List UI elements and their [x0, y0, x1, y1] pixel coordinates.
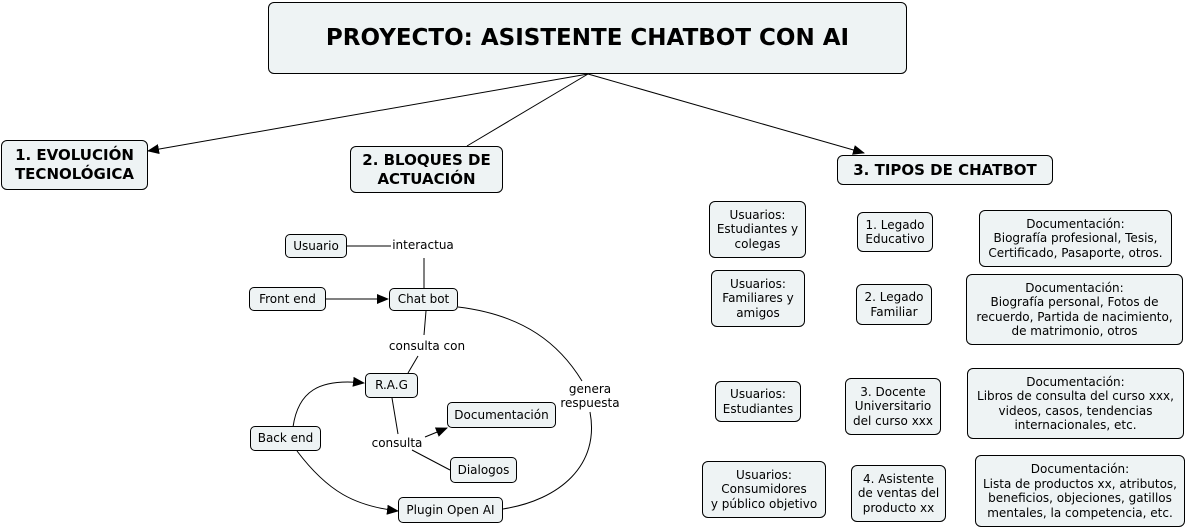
link-consulta-con-rag — [407, 355, 419, 374]
link-title-evolucion — [147, 73, 589, 155]
documentacion-node[interactable]: Documentación — [447, 402, 556, 428]
link-title-bloques — [466, 73, 589, 147]
heading-bloques-actuacion[interactable]: 2. BLOQUES DE ACTUACIÓN — [350, 146, 503, 193]
usuarios-node-1[interactable]: Usuarios: Estudiantes y colegas — [709, 201, 806, 258]
link-consulta-documentacion — [424, 427, 448, 438]
tipo-node-3[interactable]: 3. Docente Universitario del curso xxx — [845, 378, 941, 435]
link-genera-plugin — [502, 411, 592, 510]
tipo-node-4[interactable]: 4. Asistente de ventas del producto xx — [851, 465, 946, 522]
link-chatbot-genera — [457, 306, 583, 382]
usuarios-node-3[interactable]: Usuarios: Estudiantes — [715, 381, 801, 422]
documentacion-node-3[interactable]: Documentación: Libros de consulta del cu… — [967, 368, 1184, 439]
heading-tipos-chatbot[interactable]: 3. TIPOS DE CHATBOT — [837, 155, 1053, 185]
documentacion-node-2[interactable]: Documentación: Biografía personal, Fotos… — [966, 274, 1183, 345]
front-end-node[interactable]: Front end — [249, 287, 326, 311]
chat-bot-node[interactable]: Chat bot — [389, 288, 458, 311]
link-chatbot-consulta-con — [423, 310, 427, 336]
documentacion-node-1[interactable]: Documentación: Biografía profesional, Te… — [979, 210, 1172, 267]
consulta-label: consulta — [371, 435, 423, 450]
consulta-con-label: consulta con — [388, 338, 466, 353]
genera-respuesta-label: genera respuesta — [560, 381, 620, 411]
link-backend-rag — [292, 376, 365, 428]
documentacion-node-4[interactable]: Documentación: Lista de productos xx, at… — [975, 455, 1185, 527]
link-title-tipos — [587, 73, 865, 155]
usuarios-node-4[interactable]: Usuarios: Consumidores y público objetiv… — [702, 461, 826, 518]
project-title-node[interactable]: PROYECTO: ASISTENTE CHATBOT CON AI — [268, 2, 907, 74]
tipo-node-2[interactable]: 2. Legado Familiar — [856, 284, 932, 325]
tipo-node-1[interactable]: 1. Legado Educativo — [857, 212, 933, 252]
rag-node[interactable]: R.A.G — [365, 373, 418, 398]
interactua-label: interactua — [392, 237, 454, 252]
usuario-node[interactable]: Usuario — [285, 234, 347, 258]
usuarios-node-2[interactable]: Usuarios: Familiares y amigos — [711, 270, 805, 327]
heading-evolucion-tecnologica[interactable]: 1. EVOLUCIÓN TECNOLÓGICA — [1, 140, 148, 190]
back-end-node[interactable]: Back end — [250, 426, 321, 451]
dialogos-node[interactable]: Dialogos — [450, 457, 517, 483]
link-rag-consulta — [391, 397, 399, 435]
plugin-open-ai-node[interactable]: Plugin Open AI — [398, 497, 503, 523]
link-consulta-dialogos — [411, 449, 451, 471]
link-backend-plugin — [296, 450, 399, 515]
